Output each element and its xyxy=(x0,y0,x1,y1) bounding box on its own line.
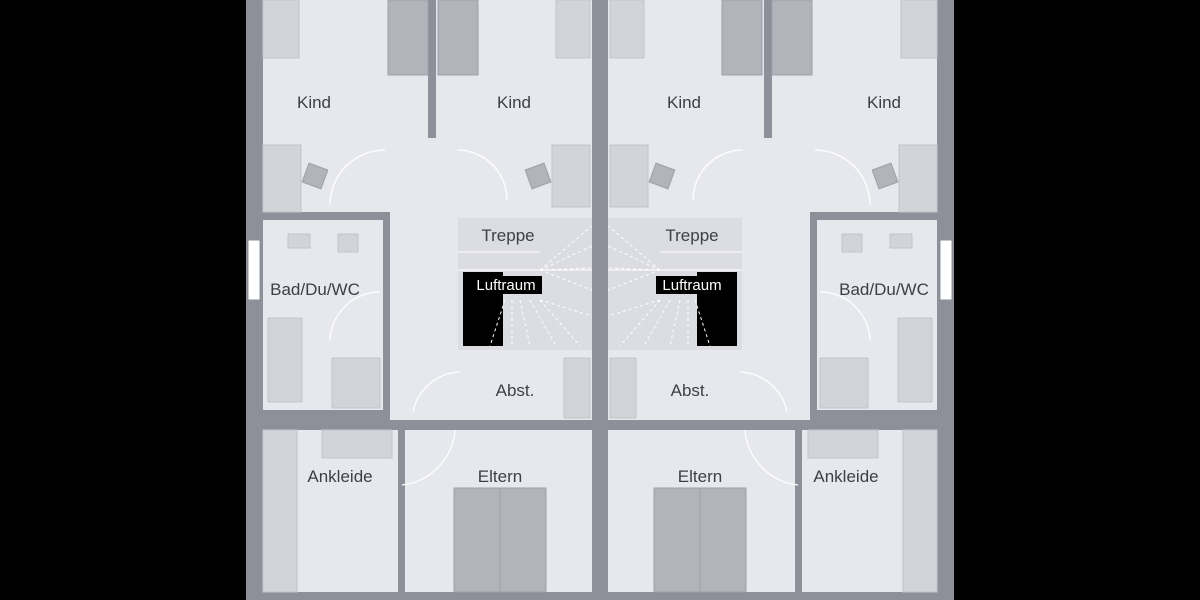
right-kind-2-desk xyxy=(609,144,649,208)
left-bath-tub xyxy=(267,317,303,403)
left-void-label-bg xyxy=(470,276,542,294)
right-bath-label: Bad/Du/WC xyxy=(839,280,929,299)
left-kind-1-chair xyxy=(301,162,329,190)
left-door-swing xyxy=(329,291,381,341)
right-stair-tread xyxy=(694,299,711,347)
right-void-label-bg xyxy=(656,276,728,294)
right-bath-tub xyxy=(897,317,933,403)
right-storage-label: Abst. xyxy=(671,381,710,400)
left-kind-1-desk xyxy=(262,144,302,213)
left-dressing-bench xyxy=(321,429,393,459)
left-kind-2-wardrobe xyxy=(555,0,591,59)
left-stair-tread xyxy=(489,299,506,347)
left-kind-2-chair xyxy=(524,162,552,190)
right-stairs-label: Treppe xyxy=(665,226,718,245)
left-bath-sink xyxy=(287,233,311,249)
right-kind-2-bed xyxy=(721,0,763,76)
left-kind-1-bed xyxy=(387,0,429,76)
left-bath-label: Bad/Du/WC xyxy=(270,280,360,299)
left-storage-label: Abst. xyxy=(496,381,535,400)
right-stair-tread xyxy=(619,299,661,347)
left-kind-1-label: Kind xyxy=(297,93,331,112)
right-window xyxy=(939,239,953,301)
right-stair-tread xyxy=(669,299,681,347)
left-kind-2-bed xyxy=(437,0,479,76)
left-stair-tread xyxy=(539,225,593,271)
right-void-label: Luftraum xyxy=(662,277,721,294)
left-parents-label: Eltern xyxy=(478,467,522,486)
left-window xyxy=(247,239,261,301)
left-void-label: Luftraum xyxy=(476,277,535,294)
left-door-swing xyxy=(329,149,386,206)
right-dressing-bench xyxy=(807,429,879,459)
left-dressing-label: Ankleide xyxy=(307,467,372,486)
left-storage-shelf xyxy=(563,357,591,419)
right-kind-2-wardrobe xyxy=(609,0,645,59)
right-door-swing xyxy=(744,429,799,486)
right-door-swing xyxy=(819,291,871,341)
left-stair-tread xyxy=(529,299,557,347)
right-door-swing xyxy=(814,149,871,206)
right-dressing-label: Ankleide xyxy=(813,467,878,486)
right-parents-label: Eltern xyxy=(678,467,722,486)
right-kind-1-wardrobe xyxy=(900,0,938,59)
left-kind-2-label: Kind xyxy=(497,93,531,112)
right-bath-toilet xyxy=(841,233,863,253)
left-dressing-shelf xyxy=(262,429,298,593)
right-kind-1-label: Kind xyxy=(667,93,701,112)
right-door-swing xyxy=(692,149,744,201)
left-door-swing xyxy=(412,371,461,413)
left-door-swing xyxy=(456,149,508,201)
left-bath-toilet xyxy=(337,233,359,253)
right-kind-2-chair xyxy=(648,162,676,190)
right-kind-2-label: Kind xyxy=(867,93,901,112)
right-stair-tread xyxy=(607,267,661,271)
right-kind-1-chair xyxy=(871,162,899,190)
right-kind-1-bed xyxy=(771,0,813,76)
left-kind-2-desk xyxy=(551,144,591,208)
right-unit xyxy=(607,0,938,593)
right-door-swing xyxy=(739,371,788,413)
right-bath-sink xyxy=(889,233,913,249)
left-stair-tread xyxy=(519,299,531,347)
right-kind-1-desk xyxy=(898,144,938,213)
right-bath-shower xyxy=(819,357,869,409)
right-stair-tread xyxy=(607,225,661,271)
right-dressing-shelf xyxy=(902,429,938,593)
left-stairs-label: Treppe xyxy=(481,226,534,245)
left-stair-tread xyxy=(539,299,581,347)
left-door-swing xyxy=(401,429,456,486)
left-kind-1-wardrobe xyxy=(262,0,300,59)
right-stair-tread xyxy=(643,299,671,347)
right-storage-shelf xyxy=(609,357,637,419)
left-stair-tread xyxy=(539,267,593,271)
left-bath-shower xyxy=(331,357,381,409)
